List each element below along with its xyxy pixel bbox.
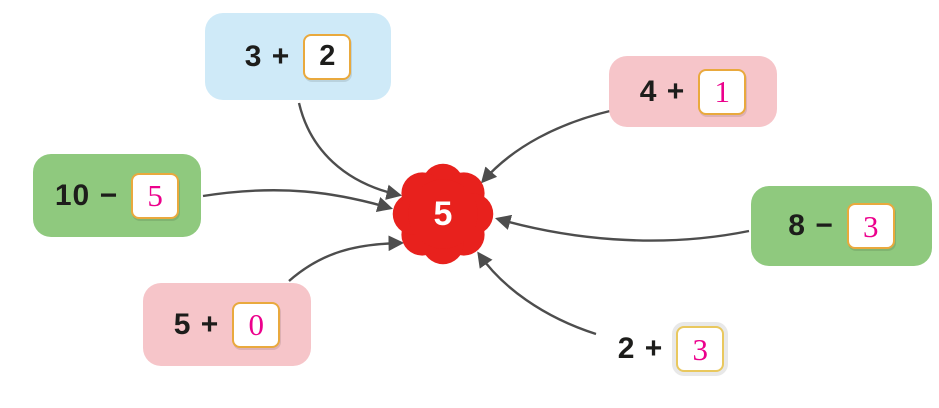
operand-label: 8 − xyxy=(788,209,834,242)
expression-box-4plus1: 4 + 1 xyxy=(609,56,777,127)
center-value: 5 xyxy=(433,194,453,233)
arrow-from-10minus5 xyxy=(202,189,393,213)
arrow-from-2plus3 xyxy=(477,251,597,336)
expression-box-10minus5: 10 − 5 xyxy=(33,154,201,237)
operand-label: 5 + xyxy=(173,307,220,341)
center-flower: 5 xyxy=(391,162,495,266)
arrow-from-8minus3 xyxy=(494,214,750,242)
operand-label: 10 − xyxy=(54,178,119,212)
operand-label: 3 + xyxy=(244,39,291,73)
expression-box-2plus3: 2 + 3 xyxy=(598,318,744,380)
answer-box[interactable]: 5 xyxy=(131,172,180,219)
arrow-from-4plus1 xyxy=(480,108,615,184)
answer-box[interactable]: 0 xyxy=(232,301,281,348)
expression-box-5plus0: 5 + 0 xyxy=(143,283,311,366)
answer-box[interactable]: 3 xyxy=(846,203,895,249)
flower-burst-icon xyxy=(392,163,494,265)
operand-label: 2 + xyxy=(617,332,664,365)
arrow-from-3plus2 xyxy=(297,102,403,200)
operand-label: 4 + xyxy=(639,74,686,108)
arrow-from-5plus0 xyxy=(288,235,405,282)
expression-box-3plus2: 3 + 2 xyxy=(205,13,391,100)
answer-box[interactable]: 2 xyxy=(303,33,352,80)
answer-box[interactable]: 1 xyxy=(698,68,747,115)
answer-box[interactable]: 3 xyxy=(676,326,725,372)
expression-box-8minus3: 8 − 3 xyxy=(751,186,932,266)
